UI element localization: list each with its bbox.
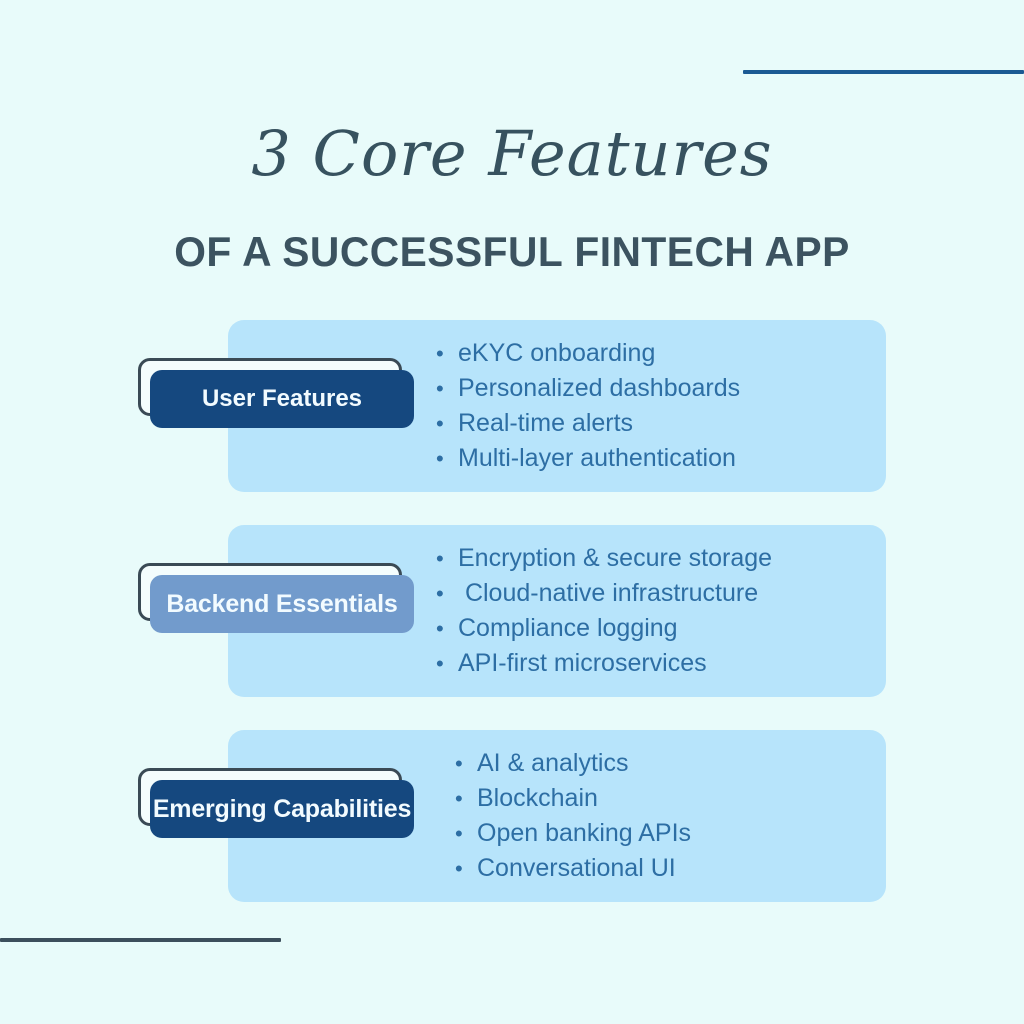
- list-item: • Compliance logging: [436, 611, 906, 646]
- bullet-dot-icon: •: [455, 751, 463, 776]
- list-item-label: Personalized dashboards: [458, 374, 741, 402]
- badge-fill-shape: User Features: [150, 370, 414, 428]
- badge-label: Emerging Capabilities: [152, 794, 412, 823]
- feature-bullet-list: • eKYC onboarding • Personalized dashboa…: [436, 320, 906, 492]
- list-item: • Blockchain: [455, 781, 925, 816]
- list-item: • eKYC onboarding: [436, 336, 906, 371]
- bullet-dot-icon: •: [436, 546, 444, 571]
- feature-bullet-list: • AI & analytics • Blockchain • Open ban…: [455, 730, 925, 902]
- page-subtitle: OF A SUCCESSFUL FINTECH APP: [174, 228, 850, 275]
- list-item: • Real-time alerts: [436, 406, 906, 441]
- feature-badge-backend-essentials: Backend Essentials: [138, 563, 414, 633]
- badge-label: Backend Essentials: [166, 589, 398, 618]
- bullet-dot-icon: •: [436, 411, 444, 436]
- list-item: • Multi-layer authentication: [436, 441, 906, 476]
- badge-fill-shape: Backend Essentials: [150, 575, 414, 633]
- list-item-label: Encryption & secure storage: [458, 544, 773, 572]
- bullet-dot-icon: •: [436, 446, 444, 471]
- page-title-container: 3 Core Features: [0, 117, 1024, 190]
- list-item-label: Conversational UI: [477, 854, 676, 882]
- decorative-rule-top-right: [743, 70, 1024, 74]
- list-item: • API-first microservices: [436, 646, 906, 681]
- list-item: • AI & analytics: [455, 746, 925, 781]
- decorative-rule-bottom-left: [0, 938, 281, 942]
- bullet-dot-icon: •: [455, 856, 463, 881]
- bullet-dot-icon: •: [436, 376, 444, 401]
- list-item-label: AI & analytics: [477, 749, 629, 777]
- badge-fill-shape: Emerging Capabilities: [150, 780, 414, 838]
- list-item: • Cloud-native infrastructure: [436, 576, 906, 611]
- list-item: • Encryption & secure storage: [436, 541, 906, 576]
- feature-bullet-list: • Encryption & secure storage • Cloud-na…: [436, 525, 906, 697]
- list-item-label: API-first microservices: [458, 649, 707, 677]
- list-item-label: Blockchain: [477, 784, 598, 812]
- list-item-label: eKYC onboarding: [458, 339, 656, 367]
- badge-label: User Features: [201, 385, 363, 412]
- list-item-label: Open banking APIs: [477, 819, 692, 847]
- bullet-dot-icon: •: [436, 616, 444, 641]
- list-item: • Conversational UI: [455, 851, 925, 886]
- feature-badge-emerging-capabilities: Emerging Capabilities: [138, 768, 414, 838]
- bullet-dot-icon: •: [436, 341, 444, 366]
- list-item-label: Compliance logging: [458, 614, 678, 642]
- list-item: • Personalized dashboards: [436, 371, 906, 406]
- feature-badge-user-features: User Features: [138, 358, 414, 428]
- bullet-dot-icon: •: [436, 651, 444, 676]
- list-item: • Open banking APIs: [455, 816, 925, 851]
- bullet-dot-icon: •: [455, 786, 463, 811]
- list-item-label: Multi-layer authentication: [458, 444, 736, 472]
- bullet-dot-icon: •: [455, 821, 463, 846]
- list-item-label: Cloud-native infrastructure: [458, 579, 759, 607]
- page-subtitle-container: OF A SUCCESSFUL FINTECH APP: [0, 228, 1024, 276]
- page-title: 3 Core Features: [251, 117, 773, 190]
- list-item-label: Real-time alerts: [458, 409, 634, 437]
- bullet-dot-icon: •: [436, 581, 444, 606]
